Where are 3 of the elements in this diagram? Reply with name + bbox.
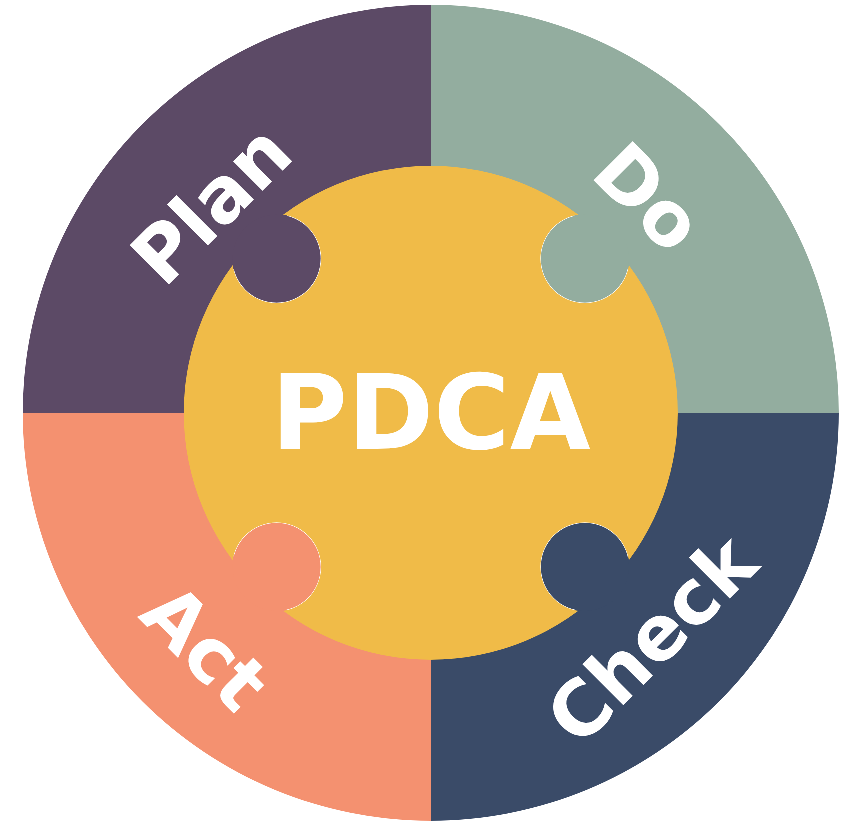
center-label: PDCA <box>271 361 591 465</box>
segment-label: Act <box>128 572 282 724</box>
segment-label: Do <box>580 130 716 266</box>
